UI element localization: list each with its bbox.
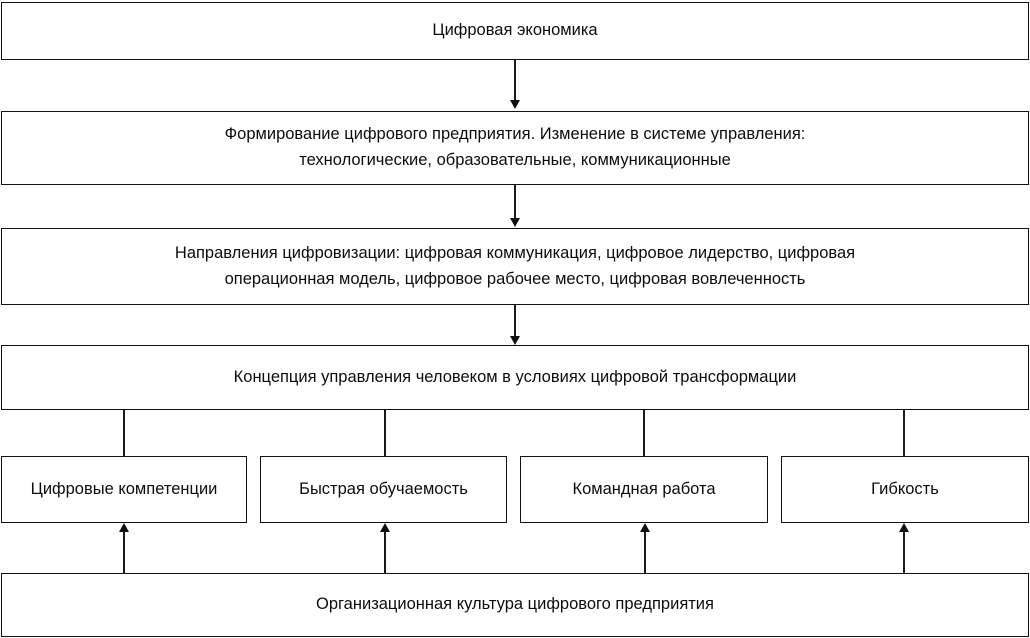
node-human-management-concept-label: Концепция управления человеком в условия… bbox=[233, 367, 797, 386]
node-digital-enterprise-formation: Формирование цифрового предприятия. Изме… bbox=[1, 111, 1029, 185]
node-organizational-culture: Организационная культура цифрового предп… bbox=[1, 573, 1029, 637]
node-competency-teamwork-label: Командная работа bbox=[572, 479, 716, 498]
node-competency-digital-skills-label: Цифровые компетенции bbox=[30, 479, 218, 498]
node-competency-fast-learning-label: Быстрая обучаемость bbox=[299, 479, 468, 498]
connector-arrowhead-3 bbox=[510, 336, 520, 345]
node-competency-digital-skills: Цифровые компетенции bbox=[1, 456, 247, 523]
node-human-management-concept: Концепция управления человеком в условия… bbox=[1, 345, 1029, 410]
connector-arrowhead-2 bbox=[510, 218, 520, 227]
node-digital-enterprise-formation-label: Формирование цифрового предприятия. Изме… bbox=[224, 125, 806, 169]
support-line-competency-4 bbox=[903, 531, 905, 573]
support-line-competency-2 bbox=[384, 531, 386, 573]
node-digital-economy-label: Цифровая экономика bbox=[432, 21, 598, 40]
branch-line-competency-3 bbox=[643, 410, 645, 456]
support-arrowhead-competency-2 bbox=[380, 523, 390, 532]
support-line-competency-3 bbox=[644, 531, 646, 573]
connector-arrowhead-1 bbox=[510, 100, 520, 109]
branch-line-competency-4 bbox=[903, 410, 905, 456]
node-competency-flexibility: Гибкость bbox=[781, 456, 1029, 523]
branch-line-competency-1 bbox=[123, 410, 125, 456]
support-arrowhead-competency-1 bbox=[119, 523, 129, 532]
node-competency-teamwork: Командная работа bbox=[520, 456, 768, 523]
node-competency-flexibility-label: Гибкость bbox=[871, 479, 939, 498]
node-organizational-culture-label: Организационная культура цифрового предп… bbox=[316, 595, 714, 614]
node-competency-fast-learning: Быстрая обучаемость bbox=[260, 456, 507, 523]
support-line-competency-1 bbox=[123, 531, 125, 573]
connector-line-3 bbox=[514, 305, 516, 338]
connector-line-1 bbox=[514, 60, 516, 102]
node-digital-economy: Цифровая экономика bbox=[1, 2, 1029, 60]
support-arrowhead-competency-3 bbox=[640, 523, 650, 532]
node-digitalization-directions: Направления цифровизации: цифровая комму… bbox=[1, 228, 1029, 305]
connector-line-2 bbox=[514, 185, 516, 220]
node-digitalization-directions-label: Направления цифровизации: цифровая комму… bbox=[174, 243, 856, 288]
support-arrowhead-competency-4 bbox=[899, 523, 909, 532]
branch-line-competency-2 bbox=[384, 410, 386, 456]
